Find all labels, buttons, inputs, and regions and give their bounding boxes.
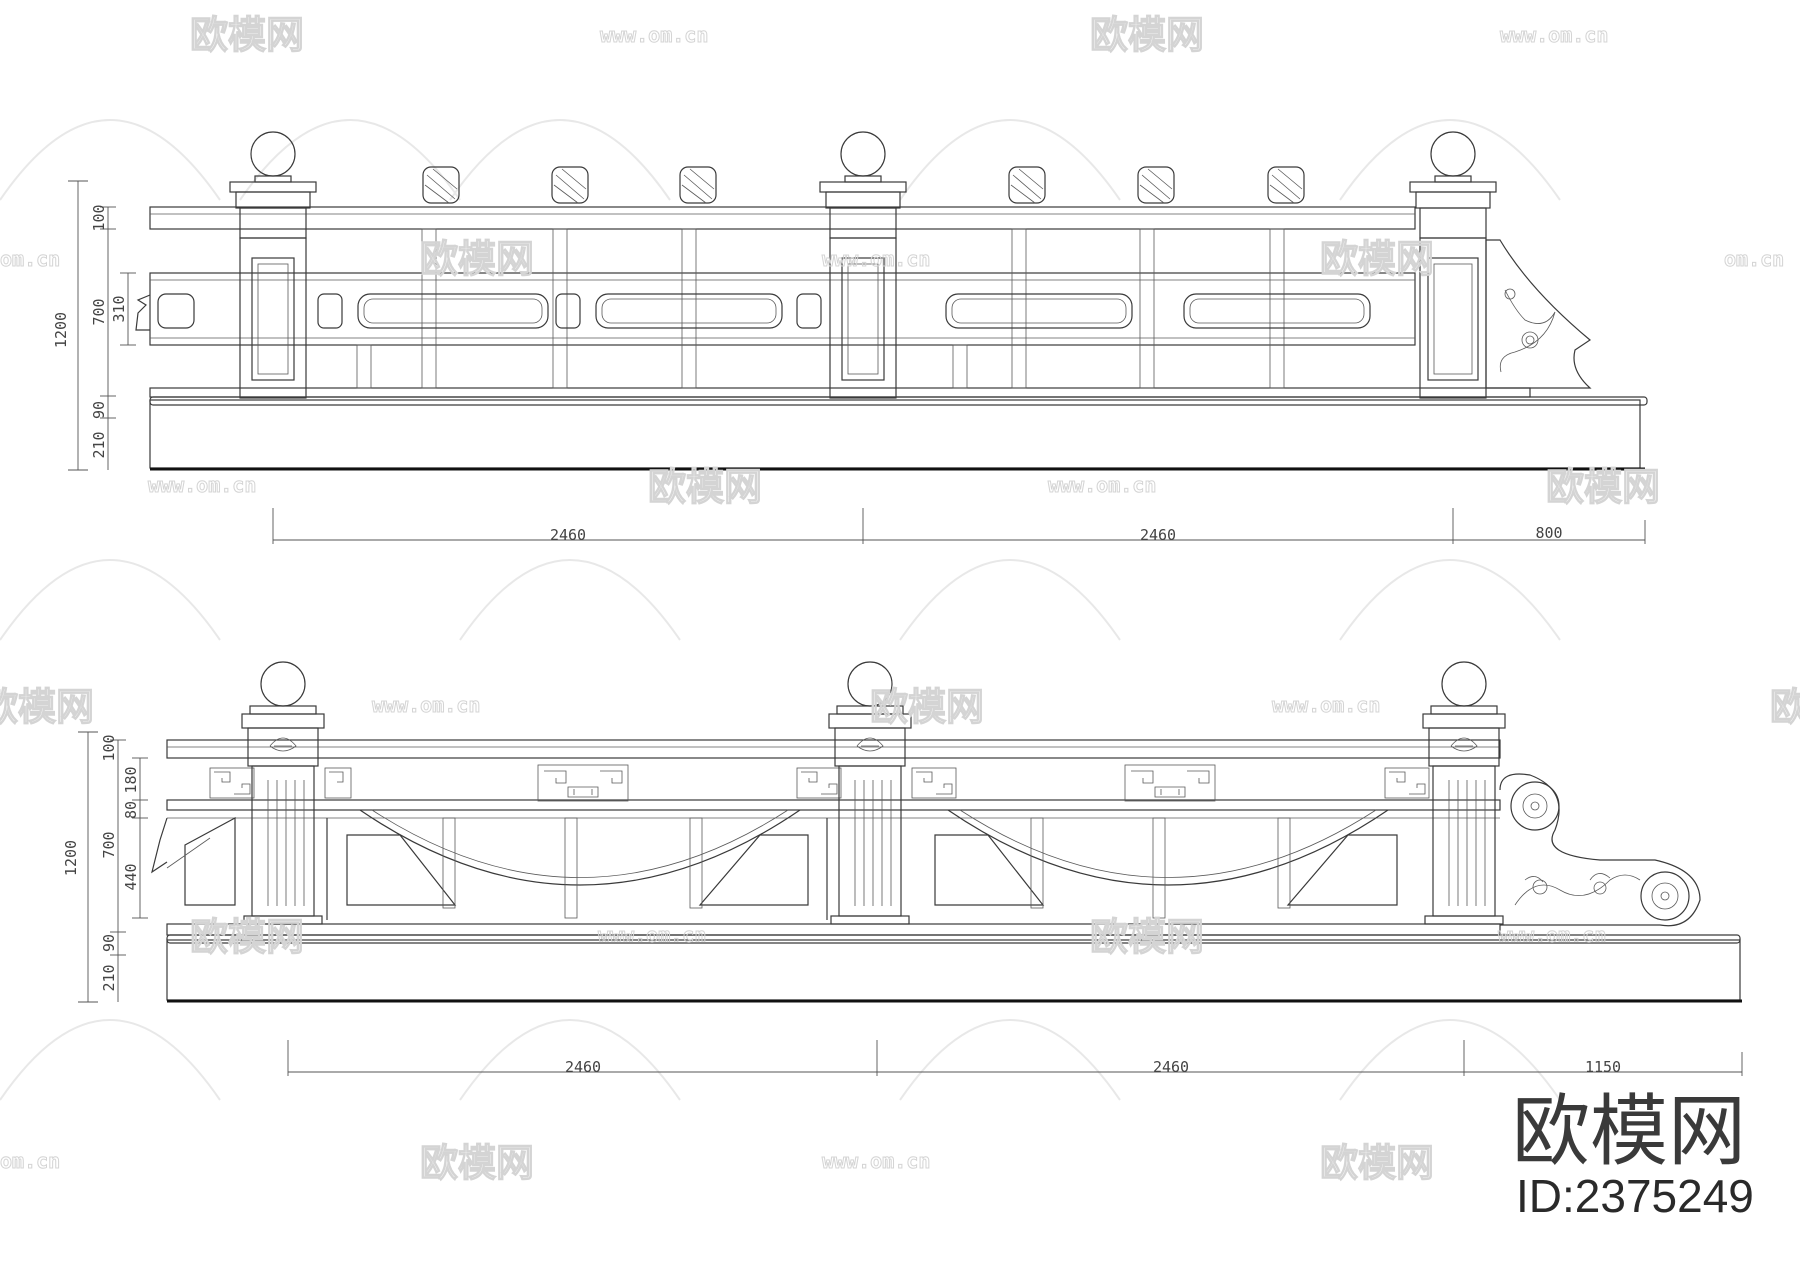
top-handrail bbox=[149, 206, 1416, 230]
top-dim-rail: 100 bbox=[90, 204, 108, 231]
bottom-dim-band: 80 bbox=[122, 801, 140, 819]
top-horizontal-dims bbox=[272, 508, 1646, 544]
watermark-url: www.om.cn bbox=[1498, 923, 1606, 947]
watermark-site-name: 欧模网 bbox=[1090, 13, 1204, 57]
top-middle-band bbox=[149, 272, 1416, 346]
top-panels bbox=[157, 293, 1371, 329]
bottom-dim-span-1: 2460 bbox=[565, 1058, 601, 1076]
top-dim-span-3: 800 bbox=[1535, 524, 1562, 542]
watermark-url-short: om.cn bbox=[1724, 247, 1784, 271]
bottom-dim-plinth: 90 bbox=[100, 934, 118, 952]
watermark-url: www.om.cn bbox=[822, 1149, 930, 1173]
watermark-site-name: 欧模网 bbox=[870, 685, 984, 729]
bottom-post-3 bbox=[1422, 661, 1506, 925]
watermark-url: www.om.cn bbox=[1048, 473, 1156, 497]
watermark-site-name: 欧模网 bbox=[648, 465, 762, 509]
top-break-line bbox=[135, 294, 151, 331]
watermark-url: www.om.cn bbox=[600, 23, 708, 47]
top-twisted-finials bbox=[422, 166, 1305, 204]
watermark-site-name: 欧模网 bbox=[1546, 465, 1660, 509]
top-dim-total: 1200 bbox=[52, 312, 70, 348]
watermark-url-short: om.cn bbox=[0, 247, 60, 271]
watermark-site-name: 欧模网 bbox=[190, 915, 304, 959]
watermark-site-name: 欧模网 bbox=[420, 237, 534, 281]
bottom-plinth bbox=[166, 923, 1501, 936]
top-dim-span-1: 2460 bbox=[550, 526, 586, 544]
top-post-1 bbox=[229, 131, 317, 399]
watermark-url: www.om.cn bbox=[148, 473, 256, 497]
bottom-dim-panel: 700 bbox=[100, 831, 118, 858]
top-vertical-dims bbox=[68, 180, 136, 471]
watermark-site-name: 欧模网 bbox=[420, 1141, 534, 1185]
bottom-band bbox=[166, 799, 1501, 811]
bottom-base-block bbox=[166, 939, 1741, 1001]
watermark-site-name: 欧模网 bbox=[1320, 1141, 1434, 1185]
bottom-post-2 bbox=[828, 661, 912, 925]
watermark-arcs bbox=[0, 119, 1561, 1101]
watermark-url: www.om.cn bbox=[1500, 23, 1608, 47]
bottom-vertical-dims bbox=[78, 731, 148, 1003]
bottom-dim-lower: 440 bbox=[122, 863, 140, 890]
top-end-volute bbox=[1485, 239, 1592, 389]
bottom-dim-base: 210 bbox=[100, 964, 118, 991]
watermarks: 欧模网 www.om.cn 欧模网 www.om.cn om.cn 欧模网 ww… bbox=[0, 12, 1800, 1185]
watermark-site-name: 欧模网 bbox=[1770, 685, 1800, 729]
top-post-2 bbox=[819, 131, 907, 399]
elevation-bottom: 1200 100 180 80 700 440 90 210 2460 2460… bbox=[62, 661, 1743, 1076]
bottom-end-scroll bbox=[1499, 773, 1701, 927]
bottom-dim-total: 1200 bbox=[62, 840, 80, 876]
watermark-url-short: om.cn bbox=[0, 1149, 60, 1173]
bottom-post-1 bbox=[241, 661, 325, 925]
watermark-site-name: 欧模网 bbox=[0, 685, 94, 729]
watermark-site-name: 欧模网 bbox=[1090, 915, 1204, 959]
top-dim-plinth: 90 bbox=[90, 401, 108, 419]
bottom-dim-frieze: 180 bbox=[122, 766, 140, 793]
watermark-site-name: 欧模网 bbox=[190, 13, 304, 57]
watermark-url: www.om.cn bbox=[372, 693, 480, 717]
top-balusters bbox=[356, 228, 1285, 389]
top-plinth bbox=[149, 387, 1531, 398]
watermark-url: www.om.cn bbox=[1272, 693, 1380, 717]
top-dim-inner: 310 bbox=[110, 295, 128, 322]
bottom-horizontal-dims bbox=[287, 1040, 1743, 1076]
watermark-url: www.om.cn bbox=[598, 923, 706, 947]
bottom-fret-ornaments bbox=[209, 764, 1430, 802]
bottom-dim-span-3: 1150 bbox=[1585, 1058, 1621, 1076]
watermark-url: www.om.cn bbox=[822, 247, 930, 271]
top-dim-base: 210 bbox=[90, 431, 108, 458]
bottom-handrail bbox=[166, 739, 1501, 759]
top-base-block bbox=[149, 399, 1641, 469]
bottom-dim-rail: 100 bbox=[100, 734, 118, 761]
bottom-arch-panels bbox=[166, 809, 1398, 920]
elevation-top: 1200 100 700 310 90 210 2460 2460 800 bbox=[52, 131, 1648, 544]
brand-logo-text: 欧模网 bbox=[1512, 1087, 1746, 1177]
bottom-break-line bbox=[151, 817, 168, 874]
top-dim-panel: 700 bbox=[90, 298, 108, 325]
watermark-site-name: 欧模网 bbox=[1320, 237, 1434, 281]
bottom-dim-span-2: 2460 bbox=[1153, 1058, 1189, 1076]
brand-id-label: ID:2375249 bbox=[1516, 1170, 1754, 1222]
top-dim-span-2: 2460 bbox=[1140, 526, 1176, 544]
